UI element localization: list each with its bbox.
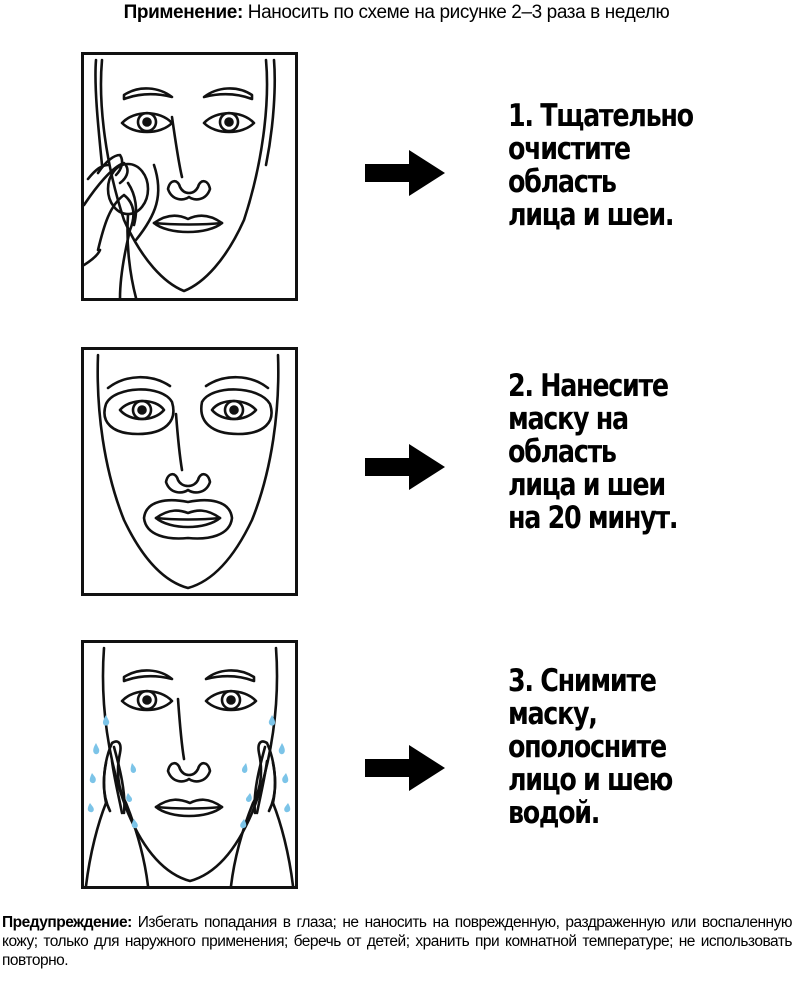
face-with-cotton-pad-icon (84, 58, 277, 298)
step-text-line: лица и шеи. (508, 197, 675, 233)
step-text-line: область (508, 164, 617, 200)
step-text-line: 2. Нанесите (508, 368, 669, 404)
step-1-text: 1. Тщательно очистите область лица и шеи… (508, 98, 694, 233)
warning-text: Предупреждение: Избегать попадания в гла… (2, 913, 793, 970)
step-2-illustration (81, 347, 298, 596)
step-text-line: область (508, 434, 617, 470)
usage-text: Наносить по схеме на рисунке 2–3 раза в … (242, 2, 670, 23)
right-arrow-icon (365, 150, 445, 196)
step-1-illustration (81, 52, 298, 301)
step-text-line: лица и шеи (508, 467, 666, 503)
step-text-line: ополосните (508, 729, 667, 765)
warning-body: Избегать попадания в глаза; не наносить … (2, 914, 793, 969)
right-arrow-icon (365, 444, 445, 490)
step-text-line: 1. Тщательно (508, 98, 694, 134)
face-rinsing-with-water-icon (84, 646, 295, 886)
step-text-line: маску, (508, 696, 598, 732)
warning-label: Предупреждение: (2, 914, 132, 931)
step-text-line: водой. (508, 795, 600, 831)
step-text-line: очистите (508, 131, 631, 167)
step-text-line: лицо и шею (508, 762, 673, 798)
face-with-mask-outline-icon (96, 353, 280, 590)
usage-label: Применение: (123, 2, 244, 23)
step-text-line: на 20 минут. (508, 500, 678, 536)
step-3-illustration (81, 640, 298, 889)
usage-instruction: Применение: Наносить по схеме на рисунке… (0, 2, 793, 24)
step-text-line: 3. Снимите (508, 663, 657, 699)
right-arrow-icon (365, 745, 445, 791)
step-text-line: маску на (508, 401, 629, 437)
step-2-text: 2. Нанесите маску на область лица и шеи … (508, 368, 678, 536)
step-3-text: 3. Снимите маску, ополосните лицо и шею … (508, 663, 673, 831)
